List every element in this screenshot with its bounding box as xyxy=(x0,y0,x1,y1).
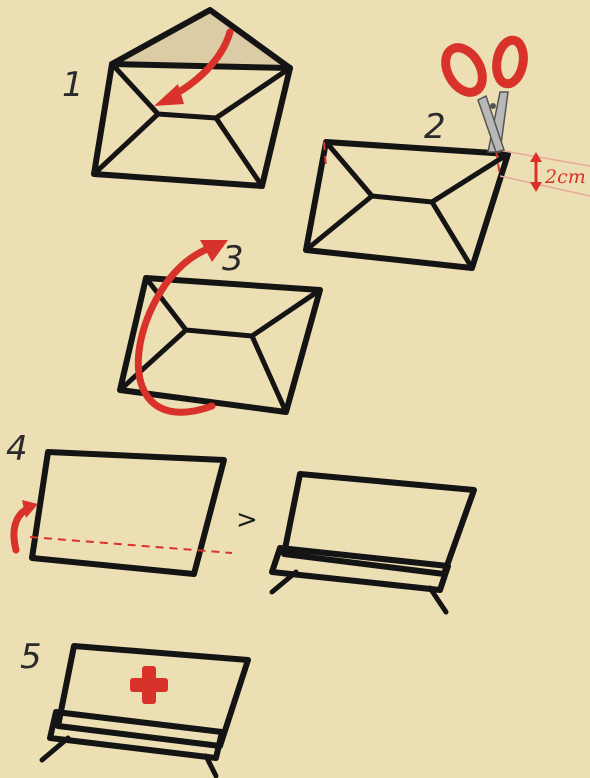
stand-result xyxy=(272,474,474,612)
stand-legs xyxy=(272,572,446,612)
step-1: 1 xyxy=(62,10,290,186)
step-2: 2 2cm xyxy=(306,38,590,268)
step-3-number: 3 xyxy=(222,239,244,279)
arrow-glyph: > xyxy=(236,505,258,535)
envelope-icon xyxy=(32,452,224,574)
measurement-label: 2cm xyxy=(544,166,586,188)
step-5-number: 5 xyxy=(20,637,42,677)
envelope-body-cut xyxy=(120,278,320,412)
step-2-number: 2 xyxy=(424,107,446,147)
step-4-number: 4 xyxy=(6,429,28,469)
red-cross-icon xyxy=(130,666,168,704)
step-5: 5 xyxy=(20,637,248,776)
envelope-icon xyxy=(94,10,290,186)
step-4: 4 > xyxy=(6,429,474,612)
closed-envelope xyxy=(32,452,224,574)
envelope-icon xyxy=(306,142,508,268)
scissors-icon xyxy=(438,38,526,152)
envelope-body-cut xyxy=(306,142,508,268)
step-3: 3 xyxy=(120,239,320,412)
envelope-flap xyxy=(112,10,290,68)
stand-final xyxy=(42,646,248,776)
envelope-icon xyxy=(120,278,320,412)
step-1-number: 1 xyxy=(62,65,84,105)
